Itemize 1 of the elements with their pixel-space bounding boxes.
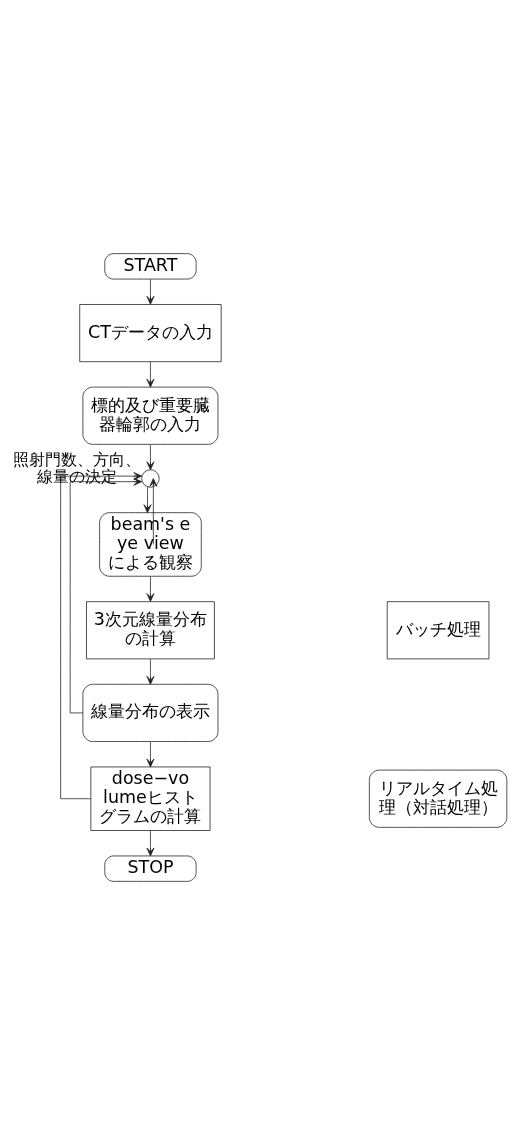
node-label: 照射門数、方向、線量の決定 bbox=[12, 449, 141, 486]
